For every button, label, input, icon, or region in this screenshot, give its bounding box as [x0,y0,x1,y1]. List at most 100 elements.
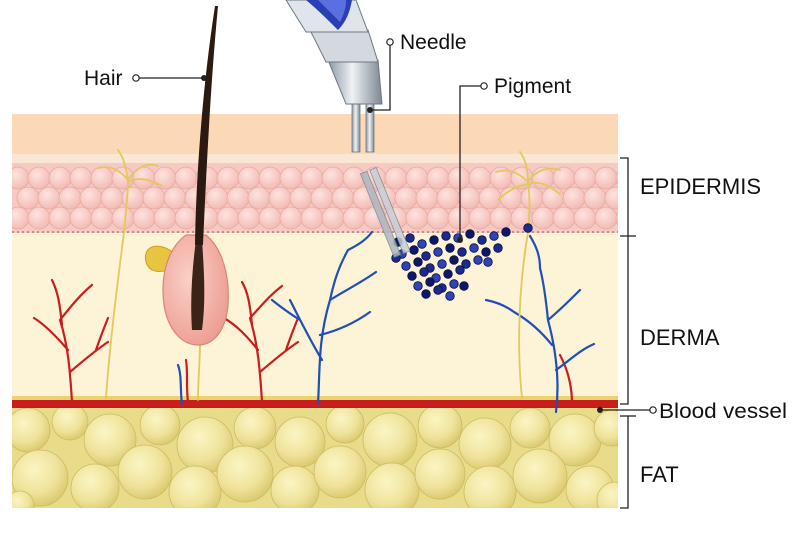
pigment-particle [425,277,435,287]
epidermis-cell [300,206,324,230]
epidermis-cell [289,186,313,210]
derma-bracket [620,236,629,405]
epidermis-cell [321,166,345,190]
epidermis-cell [426,206,450,230]
fat-cell [51,408,89,441]
epidermis-cell [174,206,198,230]
pigment-particle [417,239,427,249]
epidermis-cell [153,206,177,230]
epidermis-cell [604,186,618,210]
epidermis-cell [331,186,355,210]
epidermis-cell [48,166,72,190]
derma-label: DERMA [640,325,720,350]
epidermis-cell [121,186,145,210]
leader-markers [132,38,657,414]
epidermis-cell [268,186,292,210]
fat-cell [364,462,420,508]
fat-bracket [620,415,629,509]
pigment-particle [401,261,411,271]
epidermis-cell [237,166,261,190]
epidermis-cell [615,211,618,225]
fat-cell [458,417,512,471]
epidermis-cell [237,206,261,230]
pigment-particle [437,259,447,269]
epidermis-cell [279,166,303,190]
epidermis-cell [90,166,114,190]
epidermis-cell [226,186,250,210]
epidermis-cell [300,166,324,190]
epidermis-cell [520,186,544,210]
pigment-particle [443,269,453,279]
epidermis-cell [258,166,282,190]
pigment-particle [449,255,459,265]
pigment-particle [421,289,431,299]
pigment-particle [461,259,471,269]
epidermis-cell [394,186,418,210]
epidermis-cell [216,166,240,190]
epidermis-cell [342,206,366,230]
pigment-particle [449,279,459,289]
epidermis-cell [48,206,72,230]
hair-shaft [195,6,218,245]
epidermis-cell [541,186,565,210]
epidermis-cell [415,186,439,210]
epidermis-cell [142,186,166,210]
pigment-particle [433,285,443,295]
fat-cell [596,481,618,508]
blood-vessel-label: Blood vessel [659,400,787,423]
pigment-particle [489,231,499,241]
epidermis-cell [615,171,618,185]
fat-cell [168,465,222,508]
hair-follicle [144,6,229,346]
nerve-band [12,396,618,400]
fat-cell [325,408,365,444]
fat-cell [512,448,568,504]
artery-branches [32,278,574,406]
nerve-fibers [97,149,561,401]
pigment-particle [421,251,431,261]
epidermis-cell [583,186,607,210]
derma-layer [12,234,618,400]
pigment-particle [477,235,487,245]
skin-surface-layer [12,114,618,158]
fat-cell [270,465,320,508]
epidermis-cell [552,206,576,230]
hair-root [191,240,205,330]
epidermis-cell [153,166,177,190]
pigment-leader [459,85,484,240]
pigment-particle [429,235,439,245]
epidermis-cell [58,186,82,210]
fat-cell [139,408,181,446]
epidermis-cell [247,186,271,210]
pigment-particle [419,267,429,277]
pigment-particle [473,255,483,265]
pigment-particle [441,231,451,241]
epidermis-cell [16,186,40,210]
tattoo-needle [285,0,411,258]
epidermis-cell [69,166,93,190]
vein-branches [176,230,596,414]
pigment-particle [523,223,533,233]
epidermis-cell [594,206,618,230]
epidermis-cell [216,206,240,230]
epidermis-cell [531,206,555,230]
epidermis-cell [384,166,408,190]
fat-cell [362,412,418,468]
epidermis-cell [310,186,334,210]
fat-cell [12,408,51,453]
epidermis-cell [132,206,156,230]
pigment-particle [445,243,455,253]
fat-layer [12,408,618,508]
pigment-particle [459,281,469,291]
pigment-particle [445,291,455,301]
fat-cell [216,445,274,503]
epidermis-cell [573,166,597,190]
epidermis-cell [174,166,198,190]
pigment-particle [455,265,465,275]
fat-cell [70,463,120,508]
fat-cell [12,490,35,508]
pigment-particle [483,257,493,267]
needle-label: Needle [400,31,467,54]
epidermis-cell [205,186,229,210]
pigment-particle [493,243,503,253]
